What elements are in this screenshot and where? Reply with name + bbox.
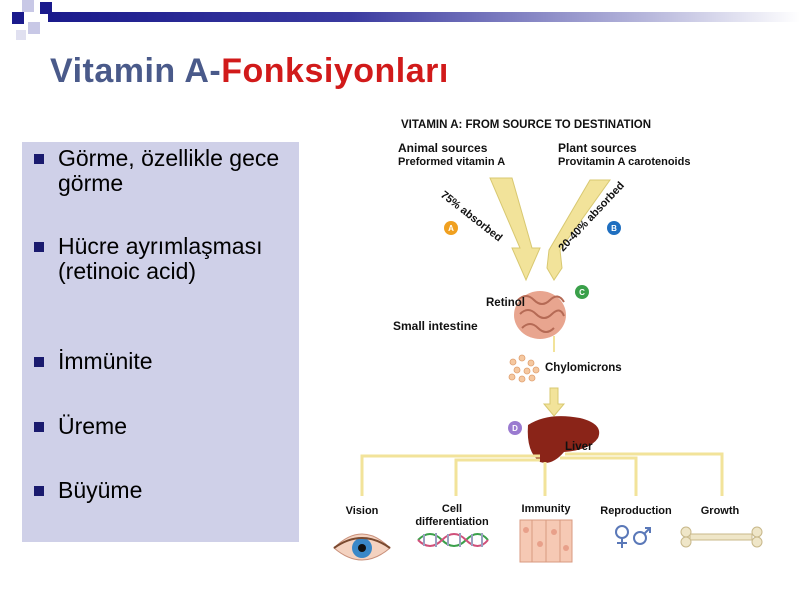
title-accent: Fonksiyonları (221, 52, 449, 90)
dna-icon (417, 533, 489, 547)
bullet-item-differentiation: Hücre ayrımlaşması (retinoic acid) (34, 233, 288, 284)
outcome-vision-label: Vision (346, 505, 379, 517)
animal-absorb-label: 75% absorbed (438, 189, 504, 244)
bullet-panel: Görme, özellikle gece görme Hücre ayrıml… (22, 142, 299, 542)
badge-b-icon (607, 221, 621, 235)
badge-c-label: C (579, 288, 585, 297)
badge-d-label: D (512, 424, 518, 433)
badge-a-icon (444, 221, 458, 235)
outcome-cell-label-line2: differentiation (415, 516, 489, 528)
bullet-text: Üreme (58, 413, 128, 439)
bullet-text: Hücre ayrımlaşması (retinoic acid) (58, 233, 263, 284)
bone-icon (680, 526, 763, 548)
corner-square-3 (12, 12, 24, 24)
liver-icon (527, 416, 600, 463)
badge-a-label: A (448, 224, 454, 233)
bullet-marker (34, 357, 44, 367)
diagram-heading: VITAMIN A: FROM SOURCE TO DESTINATION (401, 119, 651, 131)
badge-b-label: B (611, 224, 617, 233)
plant-sources-title: Plant sources (558, 141, 637, 155)
bullet-marker (34, 486, 44, 496)
corner-square-5 (16, 30, 26, 40)
chylomicron-dots-icon (508, 354, 540, 383)
bullet-marker (34, 154, 44, 164)
distribution-lines (360, 452, 724, 496)
badge-d-icon (508, 421, 522, 435)
plant-absorb-arrow (546, 179, 611, 281)
outcome-immunity-label: Immunity (522, 503, 572, 515)
down-arrow-to-liver (542, 387, 566, 417)
badge-c-icon (575, 285, 589, 299)
gender-symbols-icon (615, 525, 651, 548)
header-bar (48, 12, 800, 22)
bullet-marker (34, 242, 44, 252)
slide-title: Vitamin A-Fonksiyonları (50, 52, 449, 91)
chylomicrons-label: Chylomicrons (545, 362, 622, 374)
outcome-growth-label: Growth (701, 505, 740, 517)
bullet-text: İmmünite (58, 348, 153, 374)
retinol-label: Retinol (486, 297, 525, 309)
animal-sources-title: Animal sources (398, 141, 488, 155)
bullet-item-growth: Büyüme (34, 477, 288, 503)
outcome-reproduction-label: Reproduction (600, 505, 672, 517)
animal-sources-sub: Preformed vitamin A (398, 156, 505, 168)
bullet-item-vision: Görme, özellikle gece görme (34, 145, 288, 196)
corner-square-4 (28, 22, 40, 34)
liver-label: Liver (565, 441, 593, 453)
plant-sources-sub: Provitamin A carotenoids (558, 156, 690, 168)
bullet-text: Büyüme (58, 477, 143, 503)
title-main: Vitamin A- (50, 52, 222, 90)
small-intestine-icon (514, 291, 566, 339)
eye-icon (333, 533, 391, 561)
small-intestine-label: Small intestine (393, 319, 478, 333)
corner-square-2 (40, 2, 52, 14)
animal-absorb-arrow (489, 177, 541, 282)
corner-square-1 (22, 0, 34, 12)
outcome-cell-label: Cell (442, 503, 462, 515)
bullet-item-immunity: İmmünite (34, 348, 288, 374)
bullet-item-reproduction: Üreme (34, 413, 288, 439)
bullet-text: Görme, özellikle gece görme (58, 145, 280, 196)
immune-cells-icon (519, 519, 573, 563)
bullet-marker (34, 422, 44, 432)
